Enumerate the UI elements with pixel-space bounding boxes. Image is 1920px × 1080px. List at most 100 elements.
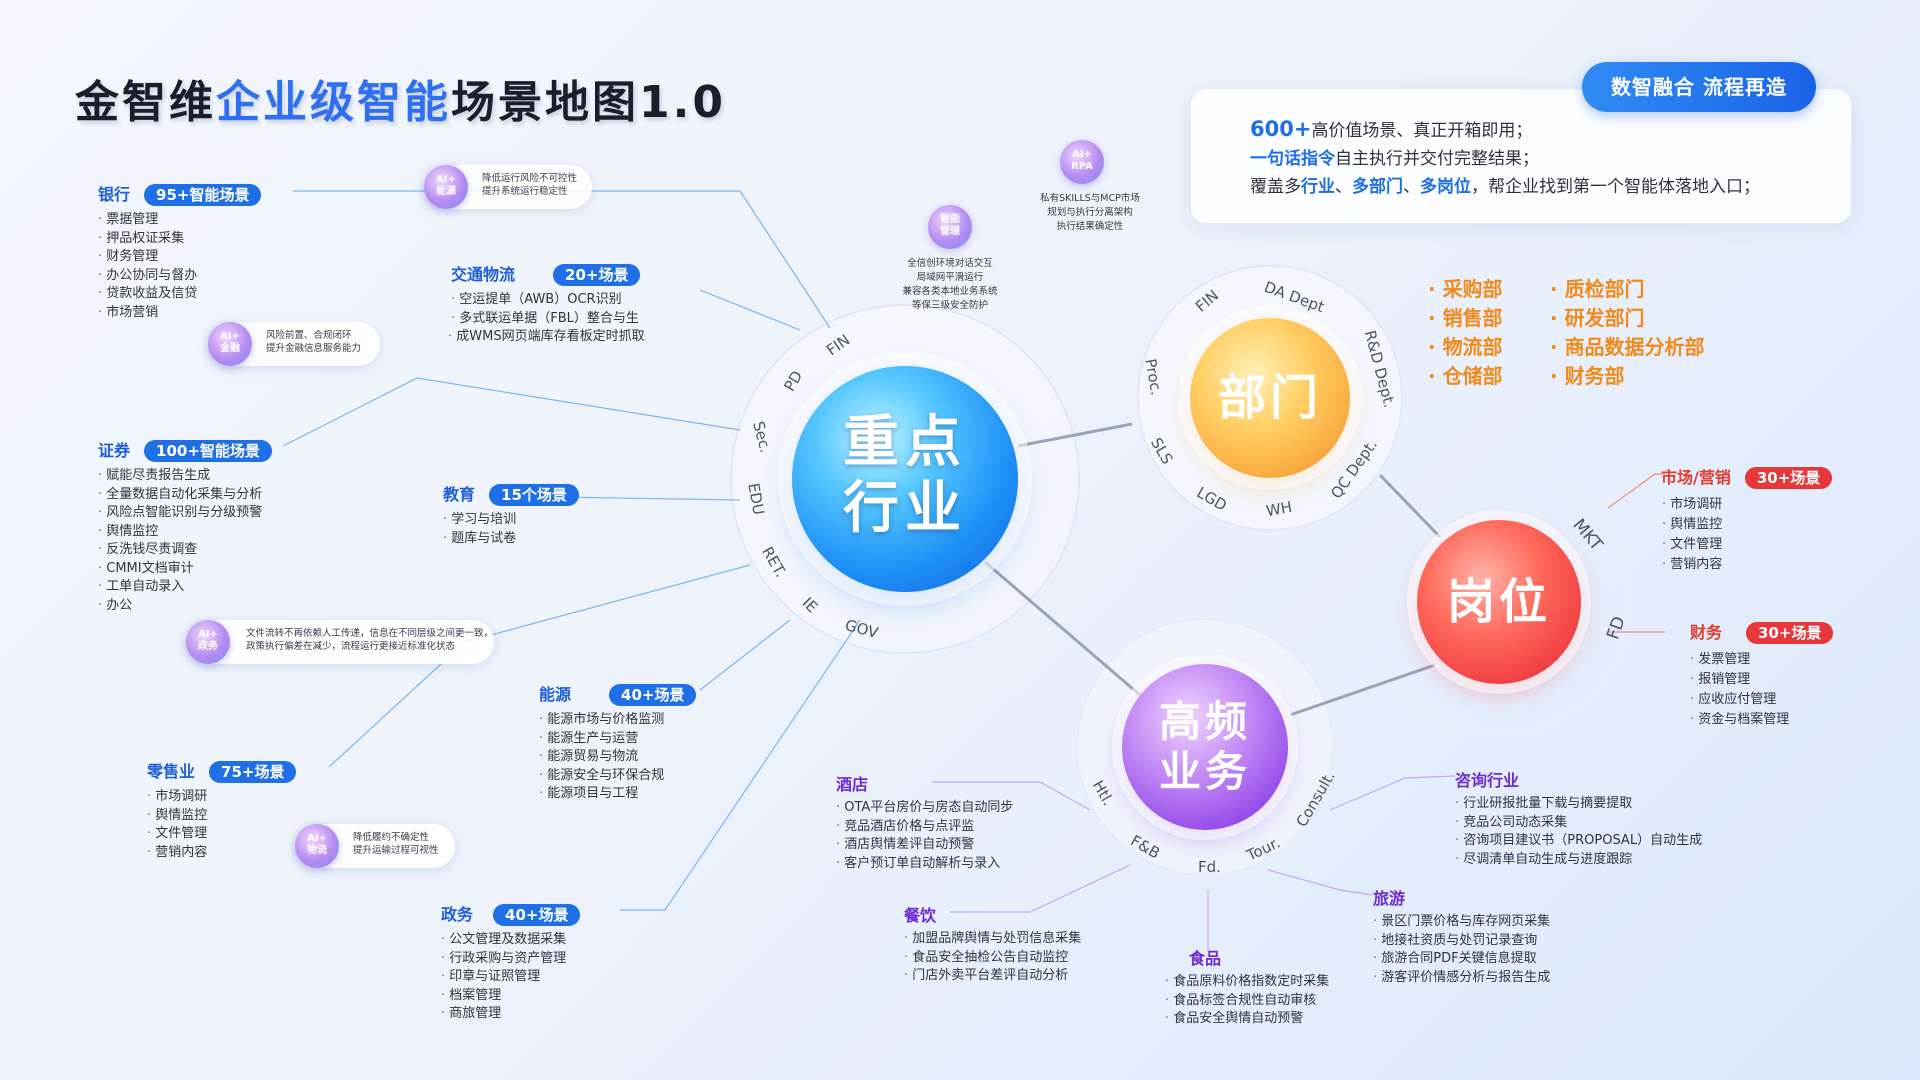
list-item: 食品标签合规性自动审核 xyxy=(1165,992,1329,1011)
smart-management-note: 全信创环境对话交互 局域网平滑运行 兼容各类本地业务系统 等保三级安全防护 xyxy=(890,257,1010,313)
intro-highlight: 一句话指令 xyxy=(1250,149,1335,169)
intro-tag: 数智融合 流程再造 xyxy=(1582,62,1816,112)
list-item: 商旅管理 xyxy=(441,1005,580,1024)
business-name: 酒店 xyxy=(836,775,869,794)
ai-energy-icon: AI+ 能源 xyxy=(424,165,468,209)
business-name: 餐饮 xyxy=(904,906,937,925)
list-item: 贷款收益及信贷 xyxy=(98,285,261,304)
list-item: 文件管理 xyxy=(1662,535,1832,555)
list-item: 财务管理 xyxy=(98,248,261,267)
list-item: 报销管理 xyxy=(1690,670,1833,690)
hub-position[interactable]: 岗位 xyxy=(1417,520,1581,684)
intro-highlight: 多部门 xyxy=(1352,177,1403,197)
list-item: 资金与档案管理 xyxy=(1690,710,1833,730)
scene-count-badge: 40+场景 xyxy=(493,904,581,926)
ai-badge-gov: AI+ 政务 文件流转不再依赖人工传递，信息在不同层级之间更一致，政策执行偏差在… xyxy=(186,620,494,664)
department-item[interactable]: 商品数据分析部 xyxy=(1550,333,1705,362)
hub-department[interactable]: 部门 xyxy=(1190,318,1350,478)
list-item: 公文管理及数据采集 xyxy=(441,931,580,950)
list-item: 市场调研 xyxy=(147,788,296,807)
list-item: 食品原料价格指数定时采集 xyxy=(1165,973,1329,992)
position-name: 财务 xyxy=(1690,623,1723,642)
department-list-1: 采购部 销售部 物流部 仓储部 xyxy=(1428,275,1503,391)
list-item: 营销内容 xyxy=(1662,555,1832,575)
industry-name: 零售业 xyxy=(147,762,196,781)
title-part-2: 企业级智能 xyxy=(216,77,451,128)
intro-line-1: 600+高价值场景、真正开箱即用； xyxy=(1250,116,1532,141)
department-item[interactable]: 质检部门 xyxy=(1550,275,1705,304)
badge-text: 全信创环境对话交互 xyxy=(907,258,993,269)
list-item: CMMI文档审计 xyxy=(98,560,272,579)
department-item[interactable]: 仓储部 xyxy=(1428,362,1503,391)
scene-count-badge: 75+场景 xyxy=(209,761,297,783)
hub-industry-line1: 重点 xyxy=(843,410,967,475)
badge-text: 提升系统运行稳定性 xyxy=(482,186,568,197)
department-item[interactable]: 研发部门 xyxy=(1550,304,1705,333)
list-item: 空运提单（AWB）OCR识别 xyxy=(451,291,645,310)
list-item: 食品安全舆情自动预警 xyxy=(1165,1010,1329,1029)
business-hotel[interactable]: 酒店 OTA平台房价与房态自动同步 竞品酒店价格与点评监 酒店舆情差评自动预警 … xyxy=(836,771,1013,873)
list-item: 门店外卖平台差评自动分析 xyxy=(904,967,1081,986)
list-item: 竞品公司动态采集 xyxy=(1455,814,1702,833)
list-item: 赋能尽责报告生成 xyxy=(98,467,272,486)
hub-industry[interactable]: 重点行业 xyxy=(792,366,1018,592)
scene-count-badge: 100+智能场景 xyxy=(144,440,272,462)
department-item[interactable]: 销售部 xyxy=(1428,304,1503,333)
list-item: 能源安全与环保合规 xyxy=(539,767,696,786)
badge-text: 文件流转不再依赖人工传递，信息在不同层级之间更一致， xyxy=(246,628,494,639)
hub-position-label: 岗位 xyxy=(1446,574,1551,630)
business-catering[interactable]: 餐饮 加盟品牌舆情与处罚信息采集 食品安全抽检公告自动监控 门店外卖平台差评自动… xyxy=(904,902,1081,986)
department-list-2: 质检部门 研发部门 商品数据分析部 财务部 xyxy=(1550,275,1705,391)
list-item: OTA平台房价与房态自动同步 xyxy=(836,799,1013,818)
intro-line-3: 覆盖多行业、多部门、多岗位，帮企业找到第一个智能体落地入口； xyxy=(1250,172,1760,197)
scene-count-badge: 40+场景 xyxy=(609,684,697,706)
intro-highlight: 行业 xyxy=(1301,177,1335,197)
list-item: 旅游合同PDF关键信息提取 xyxy=(1373,950,1550,969)
list-item: 行政采购与资产管理 xyxy=(441,950,580,969)
department-item[interactable]: 物流部 xyxy=(1428,333,1503,362)
intro-highlight: 多岗位 xyxy=(1420,177,1471,197)
list-item: 行业研报批量下载与摘要提取 xyxy=(1455,795,1702,814)
ai-finance-icon: AI+ 金融 xyxy=(208,322,252,366)
ai-badge-logistics: AI+ 物流 降低履约不确定性提升运输过程可视性 xyxy=(295,824,455,868)
list-item: 全量数据自动化采集与分析 xyxy=(98,486,272,505)
list-item: 印章与证照管理 xyxy=(441,968,580,987)
badge-text: 私有SKILLS与MCP市场 xyxy=(1040,193,1140,204)
badge-text: 风险前置、合规闭环 xyxy=(266,330,352,341)
list-item: 酒店舆情差评自动预警 xyxy=(836,836,1013,855)
list-item: 地接社资质与处罚记录查询 xyxy=(1373,932,1550,951)
business-food[interactable]: 食品 食品原料价格指数定时采集 食品标签合规性自动审核 食品安全舆情自动预警 xyxy=(1165,945,1329,1029)
list-item: 多式联运单据（FBL）整合与生 xyxy=(451,310,645,329)
list-item: 客户预订单自动解析与录入 xyxy=(836,855,1013,874)
department-item[interactable]: 采购部 xyxy=(1428,275,1503,304)
list-item: 押品权证采集 xyxy=(98,230,261,249)
intro-text: 、 xyxy=(1335,177,1352,197)
business-consulting[interactable]: 咨询行业 行业研报批量下载与摘要提取 竞品公司动态采集 咨询项目建议书（PROP… xyxy=(1455,767,1702,869)
business-name: 食品 xyxy=(1189,949,1222,968)
intro-highlight: 600+ xyxy=(1250,117,1312,141)
department-item[interactable]: 财务部 xyxy=(1550,362,1705,391)
intro-text: 、 xyxy=(1403,177,1420,197)
business-name: 旅游 xyxy=(1373,889,1406,908)
list-item: 能源贸易与物流 xyxy=(539,748,696,767)
list-item: 景区门票价格与库存网页采集 xyxy=(1373,913,1550,932)
hub-frequent[interactable]: 高频业务 xyxy=(1122,664,1288,830)
business-tourism[interactable]: 旅游 景区门票价格与库存网页采集 地接社资质与处罚记录查询 旅游合同PDF关键信… xyxy=(1373,885,1550,987)
smart-management-icon: 智能 管理 xyxy=(928,205,972,249)
industry-name: 政务 xyxy=(441,905,474,924)
intro-text: 覆盖多 xyxy=(1250,177,1301,197)
industry-name: 能源 xyxy=(539,685,572,704)
list-item: 能源生产与运营 xyxy=(539,730,696,749)
list-item: 题库与试卷 xyxy=(443,530,579,549)
list-item: 办公协同与督办 xyxy=(98,267,261,286)
list-item: 舆情监控 xyxy=(1662,515,1832,535)
